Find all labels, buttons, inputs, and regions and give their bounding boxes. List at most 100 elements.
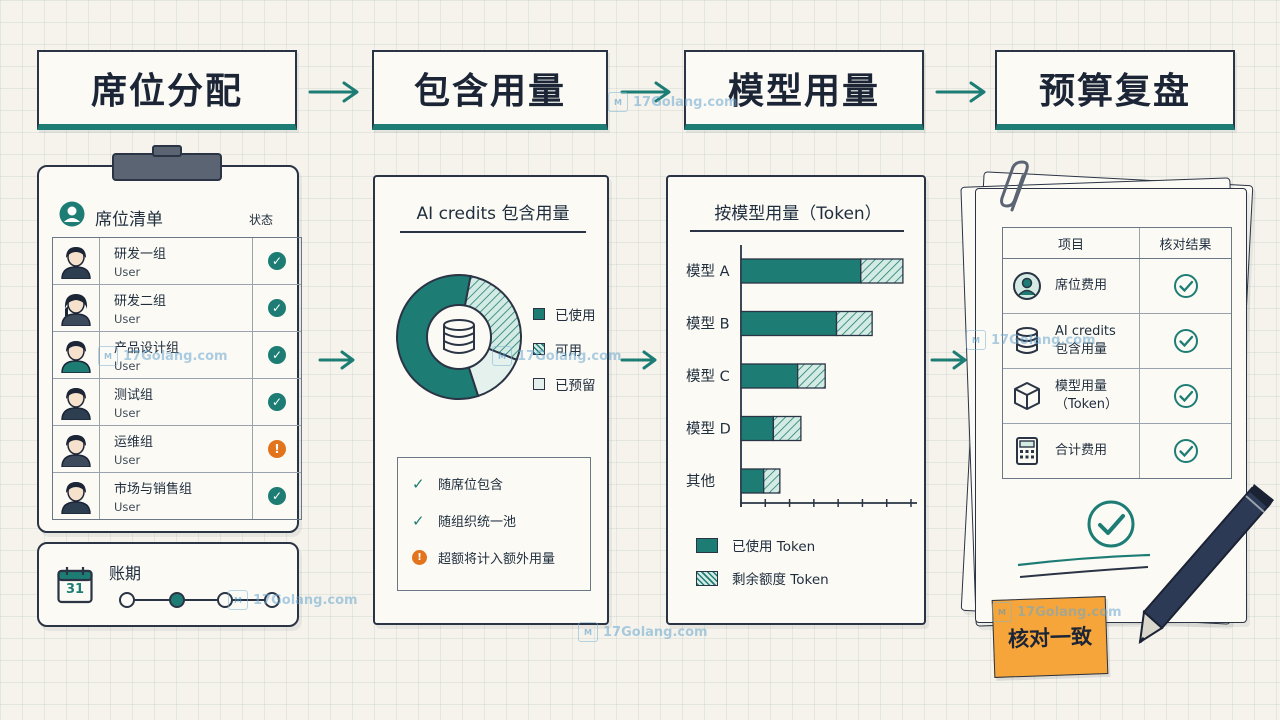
warning-icon: ! [412,550,427,565]
seat-name: 研发二组 [114,294,167,309]
seat-name: 测试组 [114,388,154,403]
included-usage-card: AI credits 包含用量 已使用 可用 已预留 ✓随席位包含 ✓随组织统一… [373,175,609,625]
review-row: 合计费用 [1003,424,1231,478]
sticky-note-text: 核对一致 [1007,624,1093,652]
seat-role: User [114,406,141,420]
seat-name: 研发一组 [114,247,167,262]
title-underline [690,230,904,232]
seat-role: User [114,453,141,467]
bar-remaining [772,415,802,442]
bar-remaining [797,363,826,389]
bar-used [740,468,765,494]
category-label: 其他 [686,473,715,490]
seat-row: 测试组 User ✓ [53,379,301,426]
credits-notes-box: ✓随席位包含 ✓随组织统一池 !超额将计入额外用量 [397,457,591,591]
legend-used-token: 已使用 Token [696,535,815,555]
check-circle-icon [1173,384,1198,408]
watermark-logo-icon: M [492,346,512,366]
watermark-logo-icon: M [608,92,628,112]
check-icon: ✓ [268,393,286,411]
credits-panel-title: AI credits 包含用量 [416,204,570,224]
header-result: 核对结果 [1159,237,1212,253]
database-icon [1009,326,1045,356]
check-icon: ✓ [268,487,286,505]
category-label: 模型 C [686,368,730,385]
note-item: !超额将计入额外用量 [412,548,555,567]
check-icon: ✓ [412,474,425,493]
bar-used [740,415,775,442]
note-item: ✓随组织统一池 [412,511,517,531]
avatar [53,379,100,425]
signature-lines [1017,553,1151,578]
seat-role: User [114,312,141,326]
note-item: ✓随席位包含 [412,474,504,494]
arrow-right-icon [308,81,359,103]
pen-icon [1138,484,1274,644]
stage-model-usage: 模型用量 [684,50,924,130]
calculator-icon [1009,436,1045,466]
seat-name: 运维组 [114,435,154,450]
category-label: 模型 A [686,263,730,280]
arrow-right-icon [620,350,657,370]
bar-used [740,310,838,337]
person-icon [1009,271,1045,301]
avatar [53,332,100,378]
watermark-logo-icon: M [578,622,598,642]
category-label: 模型 D [686,421,731,438]
watermark-logo-icon: M [98,346,118,366]
big-check-circle-icon [1087,500,1135,548]
cube-icon [1009,381,1045,411]
calendar-icon: 31 [57,566,93,608]
bar-used [740,363,799,389]
seat-list-title: 席位清单 [95,210,163,230]
legend-available: 可用 [533,339,582,359]
arrow-right-icon [620,81,671,103]
review-label: 席位费用 [1055,278,1108,293]
check-circle-icon [1173,329,1198,353]
stage-budget-review: 预算复盘 [995,50,1235,130]
seat-role: User [114,359,141,373]
bar-remaining [860,258,904,284]
check-circle-icon [1173,439,1198,463]
check-icon: ✓ [412,511,425,530]
check-circle-icon [1173,274,1198,298]
legend-reserved: 已预留 [533,374,596,394]
arrow-right-icon [318,350,355,370]
calendar-date-text: 31 [65,582,85,597]
review-label: 合计费用 [1055,443,1108,458]
stage-included-usage: 包含用量 [372,50,608,130]
model-usage-bar-chart: 模型 A 模型 B 模型 C 模型 D 其他 [686,245,917,507]
clipboard-clip [112,153,222,181]
watermark-logo-icon: M [992,602,1012,622]
user-circle-icon [59,201,85,231]
watermark-logo-icon: M [228,590,248,610]
check-icon: ✓ [268,252,286,270]
seat-row: 研发一组 User ✓ [53,238,301,285]
model-chart-title: 按模型用量（Token） [714,204,882,224]
review-label: 模型用量（Token） [1055,379,1118,412]
credits-donut-chart [396,274,522,400]
title-underline [400,231,586,233]
arrow-right-icon [930,350,967,370]
legend-remaining-token: 剩余额度 Token [696,568,829,588]
avatar [53,285,100,331]
seat-role: User [114,265,141,279]
category-label: 模型 B [686,316,730,333]
review-table-header: 项目 核对结果 [1003,228,1231,259]
check-icon: ✓ [268,346,286,364]
